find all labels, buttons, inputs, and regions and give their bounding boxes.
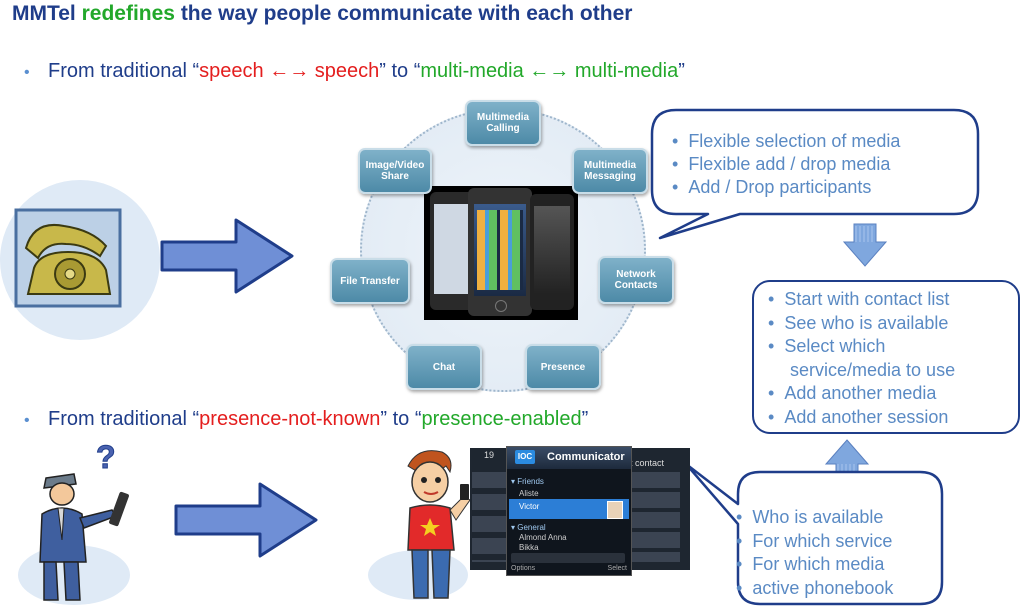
boy-with-phone-icon [407,450,471,599]
list-item-text: Add another session [784,406,949,427]
node-image-video-share: Image/Video Share [358,148,432,194]
list-item-text: For which service [752,530,893,551]
contact-row[interactable]: Aliste [519,489,539,498]
side-contact-rows [630,472,680,562]
bullet-new: presence-enabled [421,408,582,430]
bubble-top-outline [650,108,980,240]
list-item-continued: service/media to use [768,359,955,383]
list-item: • Start with contact list [768,289,950,309]
bullet-dot: • [24,412,30,429]
bullet-text: From traditional “ [48,60,200,82]
bullet-speech-to-multimedia: • From traditional “speech ←→ speech” to … [24,60,685,83]
bubble-right [752,280,1020,434]
node-multimedia-calling: Multimedia Calling [465,100,541,146]
down-arrow-icon [842,223,888,267]
title-mmtel: MMTel [12,2,82,25]
node-multimedia-messaging: Multimedia Messaging [572,148,648,194]
list-item: • For which media [736,554,885,574]
list-item: • Add another session [768,406,949,427]
bubble-bottom-list: • Who is available • For which service •… [736,506,893,600]
group-general-label: General [517,523,546,532]
bullet-text: ” [678,60,685,82]
bullet-new: multi-media ←→ multi-media [420,60,679,82]
list-item-text: Who is available [752,507,884,527]
bubble-right-list: • Start with contact list • See who is a… [768,288,955,429]
man-on-phone-icon: ? [39,439,129,601]
communicator-titlebar: IOC Communicator [507,447,631,469]
search-bar[interactable] [511,553,625,563]
list-item: • See who is available [768,312,949,333]
title-highlight: redefines [81,2,175,25]
home-button [495,300,507,312]
bullet-old: presence-not-known [199,408,381,430]
node-presence: Presence [525,344,601,390]
list-item: • Add / Drop participants [672,177,872,197]
side-contact-label: t contact [630,458,665,468]
bubble-bottom-outline [684,462,944,606]
list-item-text: service/media to use [790,359,956,380]
bullet-text: ” to “ [379,60,421,82]
app-icons-grid [477,210,523,290]
right-arrow-icon [160,218,294,294]
list-item-text: See who is available [784,312,949,333]
group-general: ▾ General [511,523,546,532]
right-arrow-icon [174,482,318,558]
side-left-rows [472,472,508,562]
bullet-text: From traditional “ [48,408,200,430]
list-item-text: Flexible add / drop media [688,154,891,174]
phone-center [468,188,532,316]
list-item: • Add another media [768,383,937,403]
contact-row[interactable]: Almond Anna [519,533,567,542]
svg-text:?: ? [96,439,116,475]
phone-screen [434,204,470,294]
list-item-text: Start with contact list [784,289,950,309]
list-item-text: Add another media [784,383,937,403]
phone-screen [534,206,570,294]
communicator-window: IOC Communicator ▾ Friends Aliste Victor… [506,446,632,576]
bullet-dot: • [24,64,30,81]
phone-left [430,192,474,310]
contact-name: Victor [519,502,540,511]
bullet-text: ” [581,408,589,430]
group-friends-label: Friends [517,477,544,486]
iphones-image [424,186,578,320]
list-item: • Who is available [736,507,884,527]
list-item-text: active phonebook [752,577,894,598]
node-chat: Chat [406,344,482,390]
side-time-label: 19 [484,450,495,460]
communicator-title: Communicator [547,451,625,463]
list-item: • Flexible add / drop media [672,154,891,174]
node-file-transfer: File Transfer [330,258,410,304]
list-item-text: For which media [752,554,885,574]
bullet-text: ” to “ [380,408,422,430]
rotary-telephone-icon [14,208,122,308]
options-softkey[interactable]: Options [511,565,536,572]
contact-avatar [607,501,623,519]
contact-row[interactable]: Bikka [519,543,539,552]
list-item: • For which service [736,530,893,551]
list-item-text: Select which [784,336,886,356]
list-item-text: Add / Drop participants [688,177,872,197]
group-friends: ▾ Friends [511,477,544,486]
list-item: • Select which [768,336,886,356]
bullet-old: speech ←→ speech [199,60,380,82]
bullet-presence: • From traditional “presence-not-known” t… [24,408,588,431]
phone-right [530,194,574,310]
bubble-top-list: • Flexible selection of media • Flexible… [672,130,900,199]
ioc-logo: IOC [515,450,535,464]
list-item-text: Flexible selection of media [688,131,901,151]
list-item: • Flexible selection of media [672,131,901,151]
page-title: MMTel redefines the way people communica… [12,2,632,26]
list-item: • active phonebook [736,577,894,598]
select-softkey[interactable]: Select [607,565,627,572]
contact-row-selected[interactable]: Victor [509,499,629,519]
node-network-contacts: Network Contacts [598,256,674,304]
title-rest: the way people communicate with each oth… [174,2,633,25]
